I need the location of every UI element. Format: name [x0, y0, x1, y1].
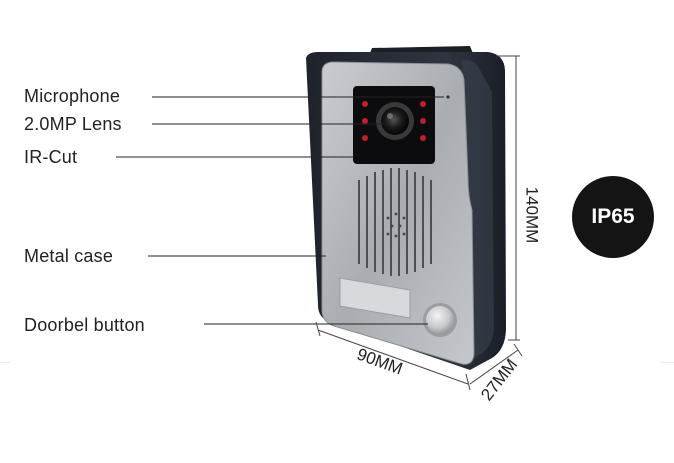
floor-line-right: [660, 362, 674, 363]
callout-leaders: [116, 96, 444, 325]
microphone-hole-icon: [446, 95, 450, 99]
camera-window: [353, 86, 450, 164]
ir-led-icons: [362, 101, 426, 141]
height-dimension-label: 140MM: [522, 186, 542, 244]
microphone-label: Microphone: [24, 86, 121, 106]
ip-rating-badge: IP65: [572, 176, 654, 258]
metal-case-label: Metal case: [24, 246, 114, 266]
ir-cut-label: IR-Cut: [24, 147, 78, 167]
name-plate: [339, 277, 411, 319]
doorbell-button-label: Doorbel button: [24, 315, 145, 335]
speaker-holes: [386, 212, 406, 238]
floor-line-left: [0, 362, 10, 363]
ip-rating-text: IP65: [591, 205, 635, 228]
speaker-grille: [358, 168, 432, 276]
dimension-lines: [315, 55, 523, 391]
doorbell-button-icon: [423, 303, 457, 337]
lens-label: 2.0MP Lens: [24, 114, 122, 134]
